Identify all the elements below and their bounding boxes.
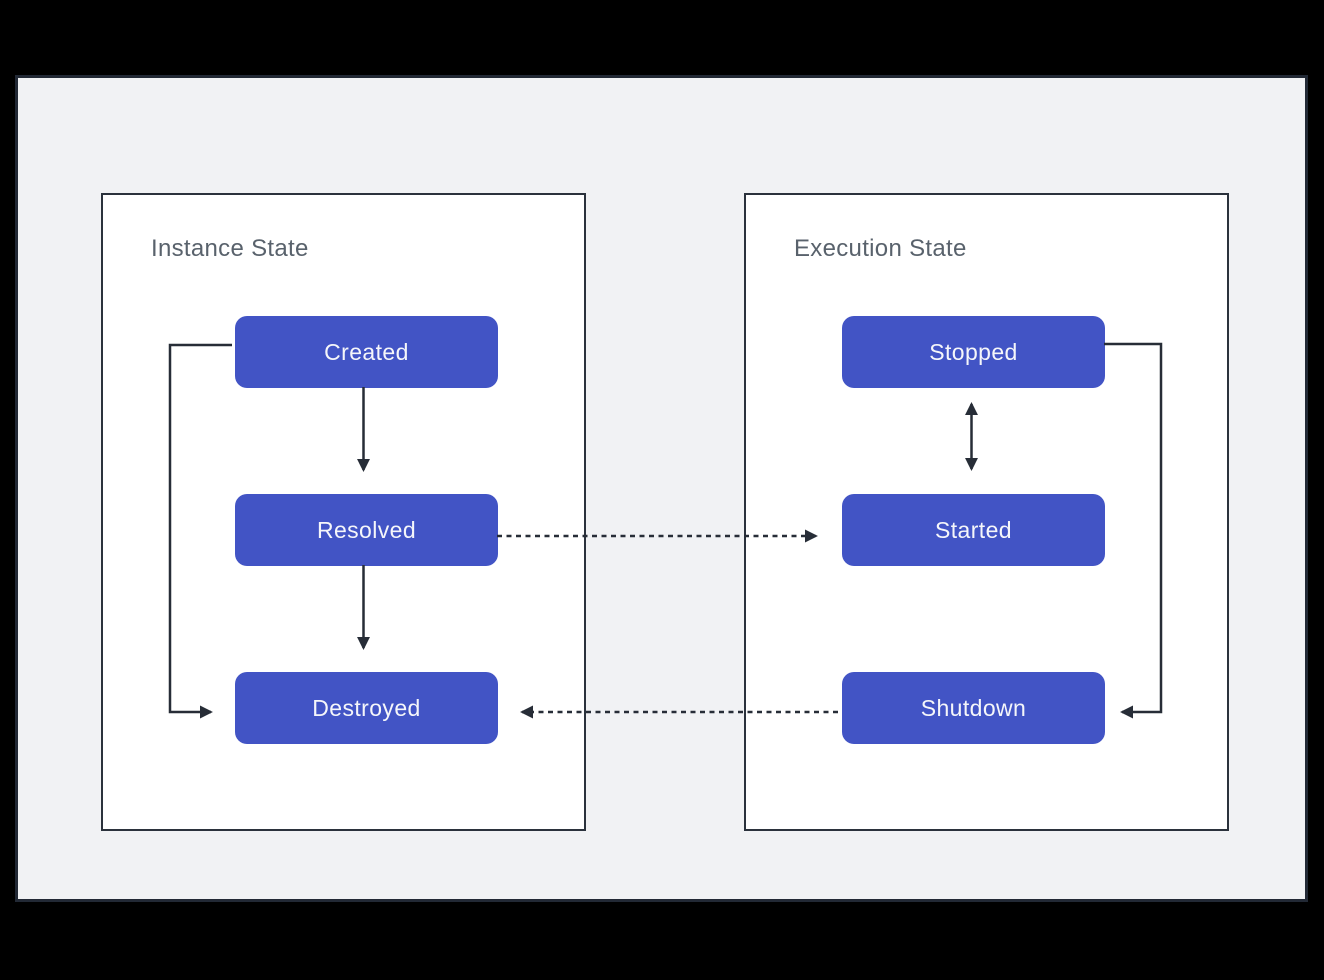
- state-box-created: Created: [235, 316, 498, 388]
- state-box-destroyed: Destroyed: [235, 672, 498, 744]
- state-box-started: Started: [842, 494, 1105, 566]
- state-box-stopped: Stopped: [842, 316, 1105, 388]
- panel-title-instance-state: Instance State: [151, 235, 309, 262]
- state-box-resolved: Resolved: [235, 494, 498, 566]
- diagram-canvas: Instance State Created Resolved Destroye…: [15, 75, 1308, 902]
- panel-title-execution-state: Execution State: [794, 235, 967, 262]
- panel-instance-state: Instance State Created Resolved Destroye…: [101, 193, 586, 831]
- panel-execution-state: Execution State Stopped Started Shutdown: [744, 193, 1229, 831]
- state-box-shutdown: Shutdown: [842, 672, 1105, 744]
